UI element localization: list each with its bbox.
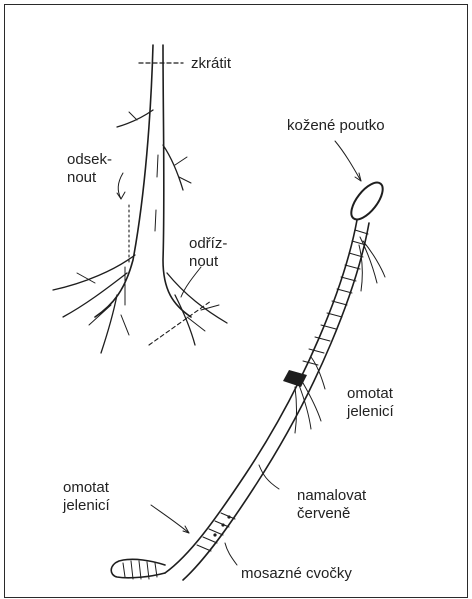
- label-wrap-lower: omotat jelenicí: [63, 479, 110, 515]
- label-wrap-lower-line1: omotat: [63, 479, 110, 497]
- label-wrap-upper: omotat jelenicí: [347, 385, 394, 421]
- label-strap: kožené poutko: [287, 117, 385, 135]
- label-chop-line2: nout: [67, 169, 112, 187]
- label-paint-line1: namalovat: [297, 487, 366, 505]
- label-wrap-upper-line2: jelenicí: [347, 403, 394, 421]
- label-cut: odříz- nout: [189, 235, 227, 271]
- sapling-drawing: [53, 45, 227, 353]
- label-cut-line2: nout: [189, 253, 227, 271]
- label-paint: namalovat červeně: [297, 487, 366, 523]
- label-paint-line2: červeně: [297, 505, 366, 523]
- label-cut-line1: odříz-: [189, 235, 227, 253]
- label-chop-line1: odsek-: [67, 151, 112, 169]
- diagram-frame: zkrátit odsek- nout odříz- nout kožené p…: [4, 4, 468, 598]
- label-tacks: mosazné cvočky: [241, 565, 352, 583]
- label-chop: odsek- nout: [67, 151, 112, 187]
- label-shorten: zkrátit: [191, 55, 231, 73]
- label-wrap-upper-line1: omotat: [347, 385, 394, 403]
- label-wrap-lower-line2: jelenicí: [63, 497, 110, 515]
